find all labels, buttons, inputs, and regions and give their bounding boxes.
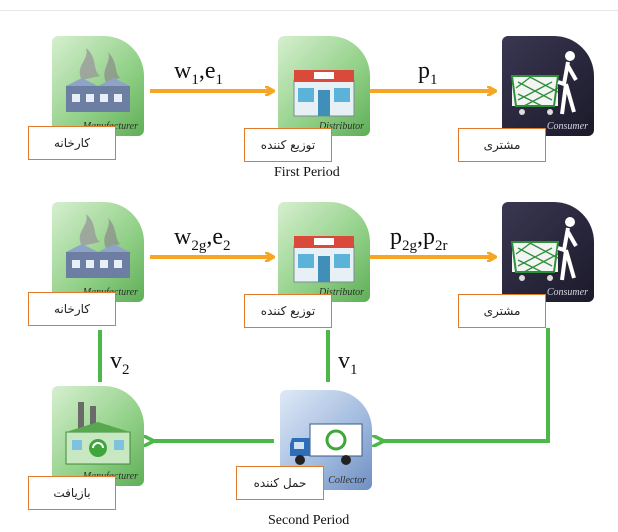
flow-label-p1: p1 xyxy=(418,58,438,88)
factory-card-1: Manufacturer xyxy=(52,36,144,136)
node-role-label: Consumer xyxy=(546,287,588,298)
distributor-label-1: توزیع کننده xyxy=(244,128,332,162)
factory-card-2: Manufacturer xyxy=(52,202,144,302)
store-icon xyxy=(293,70,355,117)
factory-label-1: کارخانه xyxy=(28,126,116,160)
transporter-label: حمل کننده xyxy=(236,466,324,500)
customer-card-1: Consumer xyxy=(502,36,594,136)
factory-icon xyxy=(66,214,130,278)
shopping-cart-icon xyxy=(510,51,578,115)
flow-label-p2g-p2r: p2g,p2r xyxy=(390,224,448,254)
period-caption-1: First Period xyxy=(274,165,340,180)
shopping-cart-icon xyxy=(510,217,578,281)
recycling-plant-icon xyxy=(65,402,131,465)
distributor-label-2: توزیع کننده xyxy=(244,294,332,328)
flow-label-w1-e1: w1,e1 xyxy=(174,58,223,88)
flow-label-v2: v2 xyxy=(110,348,130,378)
distributor-card-1: Distributor xyxy=(278,36,370,136)
period-caption-2: Second Period xyxy=(268,513,350,528)
customer-card-2: Consumer xyxy=(502,202,594,302)
distributor-card-2: Distributor xyxy=(278,202,370,302)
node-role-label: Consumer xyxy=(546,121,588,132)
node-role-label: Collector xyxy=(328,475,366,486)
recycler-label: بازیافت xyxy=(28,476,116,510)
arrow-customer2-to-transporter xyxy=(382,328,550,441)
flow-label-v1: v1 xyxy=(338,348,358,378)
customer-label-1: مشتری xyxy=(458,128,546,162)
factory-icon xyxy=(66,48,130,112)
top-divider xyxy=(0,10,618,11)
recycler-card: Manufacturer xyxy=(52,386,144,486)
store-icon xyxy=(293,236,355,283)
recycling-truck-icon xyxy=(290,423,363,465)
flow-label-w2g-e2: w2g,e2 xyxy=(174,224,231,254)
factory-label-2: کارخانه xyxy=(28,292,116,326)
customer-label-2: مشتری xyxy=(458,294,546,328)
node-role-label: Distributor xyxy=(318,121,364,132)
node-role-label: Distributor xyxy=(318,287,364,298)
